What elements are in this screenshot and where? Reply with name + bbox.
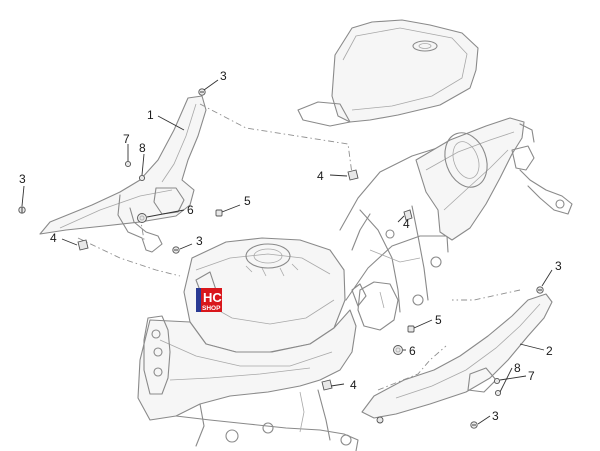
screw-center-left: [172, 246, 180, 254]
bolt-left: [124, 160, 132, 168]
seat: [297, 19, 479, 127]
callout-part-6-right: 6: [409, 344, 416, 358]
grommet-right: [407, 325, 415, 333]
clip-left: [77, 239, 89, 251]
screw-left-tip: [18, 206, 26, 214]
nut-left: [138, 174, 146, 182]
grommet-left: [215, 209, 223, 217]
callout-part-7-right: 7: [528, 369, 535, 383]
callout-part-5-left: 5: [244, 194, 251, 208]
screw-right-upper: [536, 286, 544, 294]
callout-part-1: 1: [147, 108, 154, 122]
clip-center: [403, 209, 413, 221]
screw-upper-left: [198, 88, 206, 96]
callout-part-3-left-tip: 3: [19, 172, 26, 186]
callout-part-4-lower-clip: 4: [350, 378, 357, 392]
leader-lines: [21, 79, 553, 425]
callout-labels: 1 2 3 3 3 3 3 4 4 4 4 5 5 6 6 7 7 8 8: [19, 69, 562, 423]
callout-part-2: 2: [546, 344, 553, 358]
callout-part-5-right: 5: [435, 313, 442, 327]
callout-part-4-seat-clip: 4: [317, 169, 324, 183]
clip-lower: [321, 379, 333, 391]
callout-part-3-center-left: 3: [196, 234, 203, 248]
frame-and-tank: [137, 117, 573, 451]
callout-part-4-left-clip: 4: [50, 231, 57, 245]
hc-shop-logo: HC SHOP: [196, 288, 222, 312]
callout-part-7-left: 7: [123, 132, 130, 146]
callout-part-3-right-upper: 3: [555, 259, 562, 273]
clip-seat: [347, 169, 359, 181]
spacer-right: [393, 345, 403, 355]
spacer-left: [137, 213, 147, 223]
callout-part-3-upper-left: 3: [220, 69, 227, 83]
callout-part-6-left: 6: [187, 203, 194, 217]
left-side-fairing: [39, 95, 207, 253]
callout-part-8-left: 8: [139, 141, 146, 155]
logo-text-hc: HC: [203, 290, 222, 305]
screw-right-lower: [470, 421, 478, 429]
callout-part-8-right: 8: [514, 361, 521, 375]
callout-part-3-right-lower: 3: [492, 409, 499, 423]
logo-text-shop: SHOP: [202, 305, 221, 312]
nut-right: [494, 389, 502, 397]
screw-lower-center: [376, 416, 384, 424]
bolt-right: [493, 377, 501, 385]
callout-part-4-center-clip: 4: [403, 217, 410, 231]
fasteners: [18, 88, 544, 429]
right-side-fairing: [361, 293, 553, 419]
